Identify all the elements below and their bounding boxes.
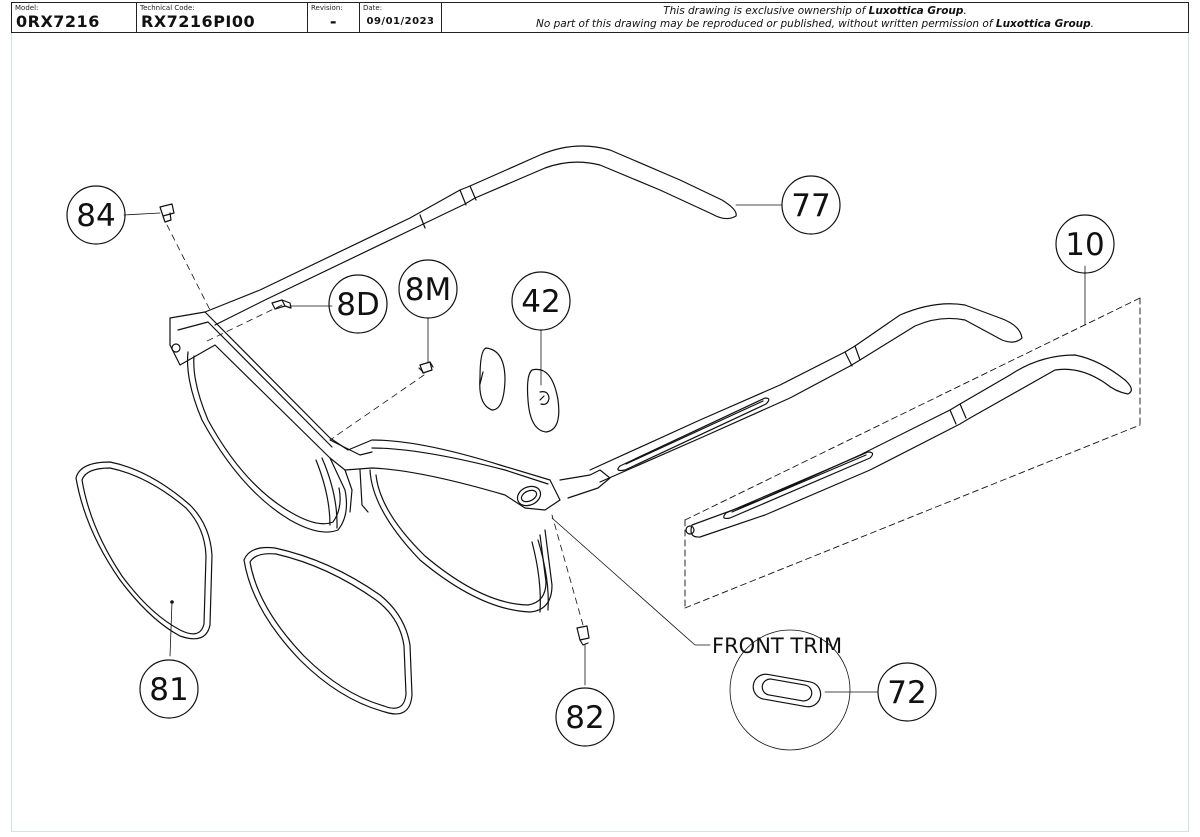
callout-72-label: 72 (887, 675, 926, 711)
callout-81-circle (139, 659, 199, 719)
date-value: 09/01/2023 (366, 16, 435, 27)
screw-8m (418, 361, 434, 374)
notice-line-2: No part of this drawing may be reproduce… (442, 18, 1188, 31)
callout-82-label: 82 (565, 700, 604, 736)
callout-8m-label: 8M (405, 272, 451, 308)
callout-8d-label: 8D (336, 287, 380, 323)
revision-cell: Revision: - (308, 3, 360, 32)
notice-line-1-text: This drawing is exclusive ownership of (663, 5, 869, 17)
callout-77-circle (781, 175, 841, 235)
nose-pad-42 (526, 368, 560, 433)
leader-lines (123, 204, 1086, 693)
screw-8d (271, 299, 292, 310)
screw-82 (576, 625, 590, 646)
date-cell: Date: 09/01/2023 (360, 3, 442, 32)
callout-8m-circle (398, 259, 458, 319)
notice-line-2-owner: Luxottica Group (995, 18, 1091, 30)
technical-code-cell: Technical Code: RX7216PI00 (137, 3, 308, 32)
callout-10-circle (1055, 214, 1115, 274)
front-trim-label: FRONT TRIM (712, 634, 842, 658)
callout-84-circle (66, 185, 126, 245)
notice-line-2-text: No part of this drawing may be reproduce… (535, 18, 996, 30)
nose-pad-left (479, 347, 506, 411)
ownership-notice: This drawing is exclusive ownership of L… (442, 3, 1188, 32)
callout-42-circle (511, 271, 571, 331)
screw-84 (159, 203, 175, 223)
callout-77-label: 77 (791, 188, 830, 224)
revision-value: - (329, 12, 338, 31)
callout-10-label: 10 (1065, 227, 1104, 263)
notice-line-1-owner: Luxottica Group (868, 5, 964, 17)
notice-line-1: This drawing is exclusive ownership of L… (442, 5, 1188, 18)
callout-82-circle (555, 687, 615, 747)
notice-line-2-suffix: . (1090, 18, 1094, 30)
revision-label: Revision: (311, 4, 343, 12)
front-trim-72-detail (729, 629, 851, 751)
lens-81 (75, 461, 213, 640)
callout-72-circle (877, 662, 937, 722)
front-frame (169, 311, 611, 613)
lens-right (243, 546, 413, 715)
callout-81-label: 81 (149, 672, 188, 708)
temple-77 (204, 145, 737, 326)
callouts: 84 77 10 8D 8M 42 81 82 72 FRONT TRIM (66, 175, 1115, 747)
temple-10-exploded (684, 297, 1141, 609)
technical-code-label: Technical Code: (140, 4, 195, 12)
notice-line-1-suffix: . (963, 5, 967, 17)
callout-84-label: 84 (76, 198, 115, 234)
date-label: Date: (363, 4, 383, 12)
callout-8d-circle (328, 274, 388, 334)
technical-code-value: RX7216PI00 (141, 12, 256, 31)
model-label: Model: (15, 4, 39, 12)
model-cell: Model: 0RX7216 (12, 3, 137, 32)
title-block: Model: 0RX7216 Technical Code: RX7216PI0… (11, 2, 1189, 33)
temple-right (589, 303, 1023, 483)
model-value: 0RX7216 (16, 12, 100, 31)
callout-42-label: 42 (521, 284, 560, 320)
